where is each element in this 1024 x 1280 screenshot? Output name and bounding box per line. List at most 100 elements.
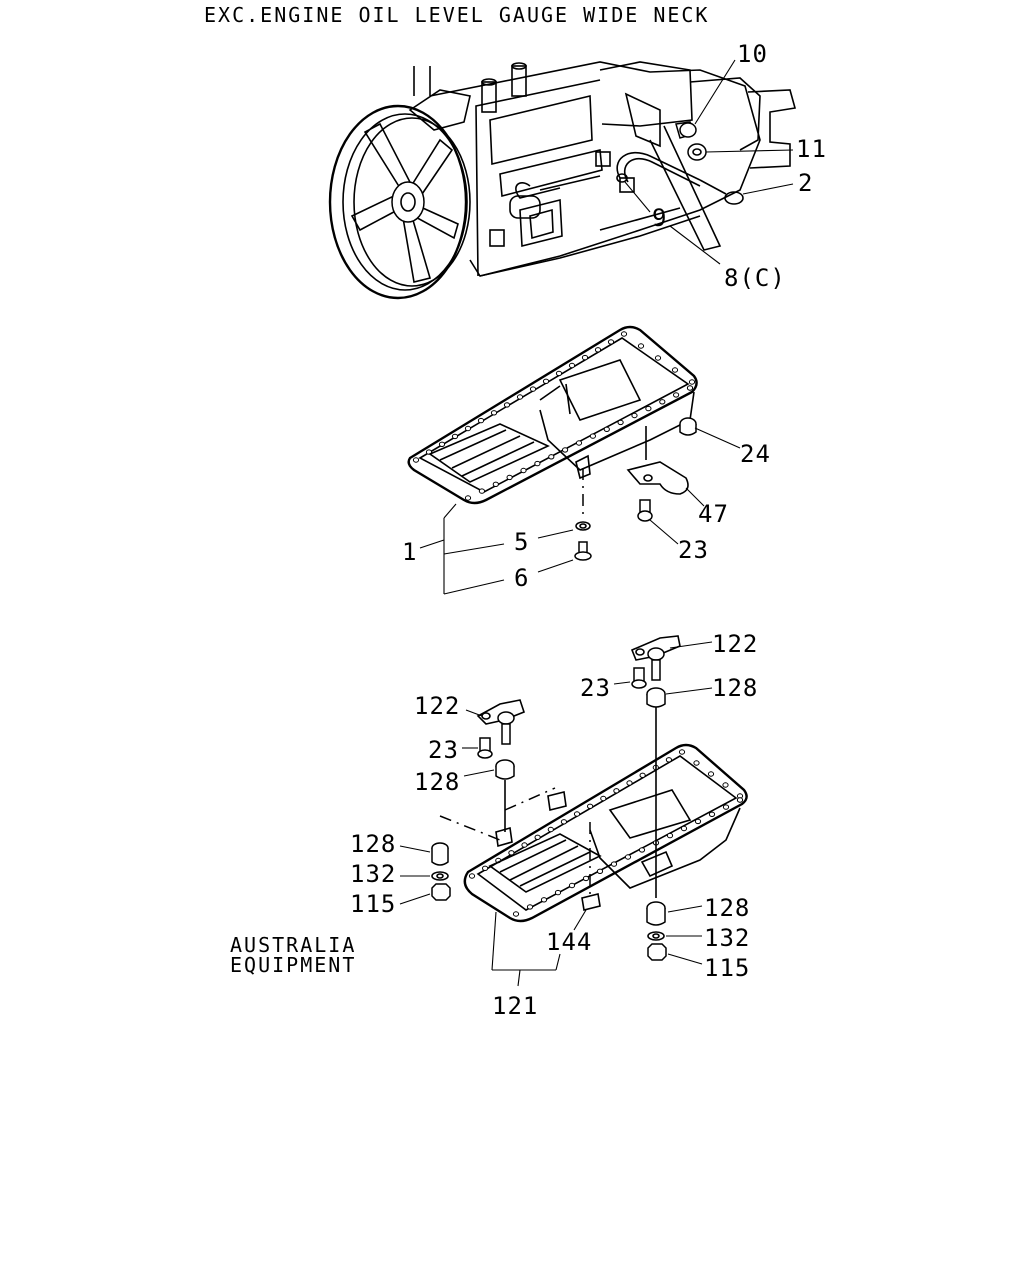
callout-128: 128 — [712, 674, 758, 702]
diagram-title: EXC.ENGINE OIL LEVEL GAUGE WIDE NECK — [204, 3, 709, 27]
flange-bolt-hole — [694, 818, 702, 825]
flange-bolt-hole — [610, 861, 618, 867]
flange-bolt-hole — [492, 481, 499, 487]
flange-bolt-hole — [631, 412, 638, 419]
flange-bolt-hole — [529, 386, 537, 392]
flange-bolt-hole — [659, 399, 666, 405]
callout-122: 122 — [414, 692, 460, 720]
callout-11: 11 — [796, 135, 827, 163]
callout-115: 115 — [704, 954, 750, 982]
callout-5: 5 — [514, 528, 529, 556]
flange-bolt-hole — [708, 811, 716, 817]
flange-bolt-hole — [555, 370, 563, 377]
note-line-1: AUSTRALIA — [230, 933, 356, 957]
flange-bolt-hole — [666, 832, 674, 839]
flange-bolt-hole — [438, 441, 446, 447]
flange-bolt-hole — [607, 339, 615, 345]
callout-121: 121 — [492, 992, 538, 1020]
callout-132: 132 — [350, 860, 396, 888]
flange-bolt-hole — [722, 782, 729, 788]
callout-6: 6 — [514, 564, 529, 592]
flange-bolt-hole — [562, 447, 569, 453]
flange-bolt-hole — [587, 803, 594, 809]
callout-122: 122 — [712, 630, 758, 658]
callout-10: 10 — [737, 40, 768, 68]
callout-128: 128 — [350, 830, 396, 858]
flange-bolt-hole — [620, 331, 628, 337]
flange-bolt-hole — [678, 749, 686, 755]
callout-23: 23 — [428, 736, 459, 764]
flange-bolt-hole — [478, 488, 485, 494]
flange-bolt-hole — [468, 873, 476, 879]
flange-bolt-hole — [722, 804, 730, 810]
engine-illustration — [328, 61, 797, 300]
leaders-middle — [419, 427, 741, 595]
flange-bolt-hole — [638, 847, 646, 853]
flange-bolt-hole — [521, 842, 528, 848]
flange-bolt-hole — [707, 771, 715, 777]
flange-bolt-hole — [613, 788, 620, 794]
callout-47: 47 — [698, 500, 729, 528]
flange-bolt-hole — [637, 343, 645, 349]
flange-bolt-hole — [600, 795, 607, 802]
flange-bolt-hole — [693, 760, 700, 766]
flange-bolt-hole — [512, 911, 520, 917]
flange-bolt-hole — [451, 433, 459, 440]
flange-bolt-hole — [548, 454, 555, 460]
flange-bolt-hole — [526, 904, 534, 910]
callout-23: 23 — [580, 674, 611, 702]
callout-8c: 8(C) — [724, 264, 786, 292]
mount-left-parts — [431, 699, 525, 901]
flange-bolt-hole — [671, 367, 679, 373]
flange-bolt-hole — [573, 811, 581, 817]
flange-bolt-hole — [594, 347, 602, 353]
flange-bolt-hole — [464, 495, 472, 501]
flange-bolt-hole — [516, 394, 524, 400]
flange-bolt-hole — [626, 780, 633, 786]
flange-bolt-hole — [540, 897, 548, 903]
flange-bolt-hole — [547, 826, 554, 833]
flange-bolt-hole — [534, 834, 541, 840]
flange-bolt-hole — [506, 474, 513, 481]
flange-bolt-hole — [736, 797, 744, 803]
flange-bolt-hole — [596, 868, 604, 874]
leaders-bottom — [399, 641, 713, 987]
flange-bolt-hole — [520, 467, 527, 474]
flange-bolt-hole — [464, 425, 472, 432]
note-line-2: EQUIPMENT — [230, 953, 356, 977]
oil-pan-australia — [439, 706, 748, 923]
flange-bolt-hole — [680, 825, 688, 832]
callout-132: 132 — [704, 924, 750, 952]
flange-bolt-hole — [554, 889, 562, 896]
flange-bolt-hole — [645, 405, 652, 412]
callout-2: 2 — [798, 169, 813, 197]
mount-right-parts — [630, 635, 681, 961]
callout-1: 1 — [402, 538, 417, 566]
callout-115: 115 — [350, 890, 396, 918]
callout-144: 144 — [546, 928, 592, 956]
flange-bolt-hole — [617, 419, 624, 426]
flange-bolt-hole — [560, 819, 568, 825]
flange-bolt-hole — [568, 362, 576, 369]
flange-bolt-hole — [490, 410, 498, 416]
flange-bolt-hole — [581, 354, 589, 361]
flange-bolt-hole — [603, 426, 610, 432]
flange-bolt-hole — [686, 385, 694, 391]
flange-bolt-hole — [575, 440, 583, 446]
flange-bolt-hole — [542, 378, 550, 384]
flange-bolt-hole — [568, 882, 576, 889]
flange-bolt-hole — [534, 460, 541, 467]
gauge-bracket — [624, 92, 661, 148]
flange-bolt-hole — [688, 379, 696, 385]
flange-bolt-hole — [582, 875, 590, 882]
callout-24: 24 — [740, 440, 771, 468]
callout-23: 23 — [678, 536, 709, 564]
callout-128: 128 — [704, 894, 750, 922]
flange-bolt-hole — [503, 402, 511, 408]
flange-bolt-hole — [482, 865, 489, 871]
flange-bolt-hole — [654, 355, 662, 361]
flange-bolt-hole — [639, 772, 646, 778]
flange-bolt-hole — [673, 392, 680, 398]
callout-128: 128 — [414, 768, 460, 796]
